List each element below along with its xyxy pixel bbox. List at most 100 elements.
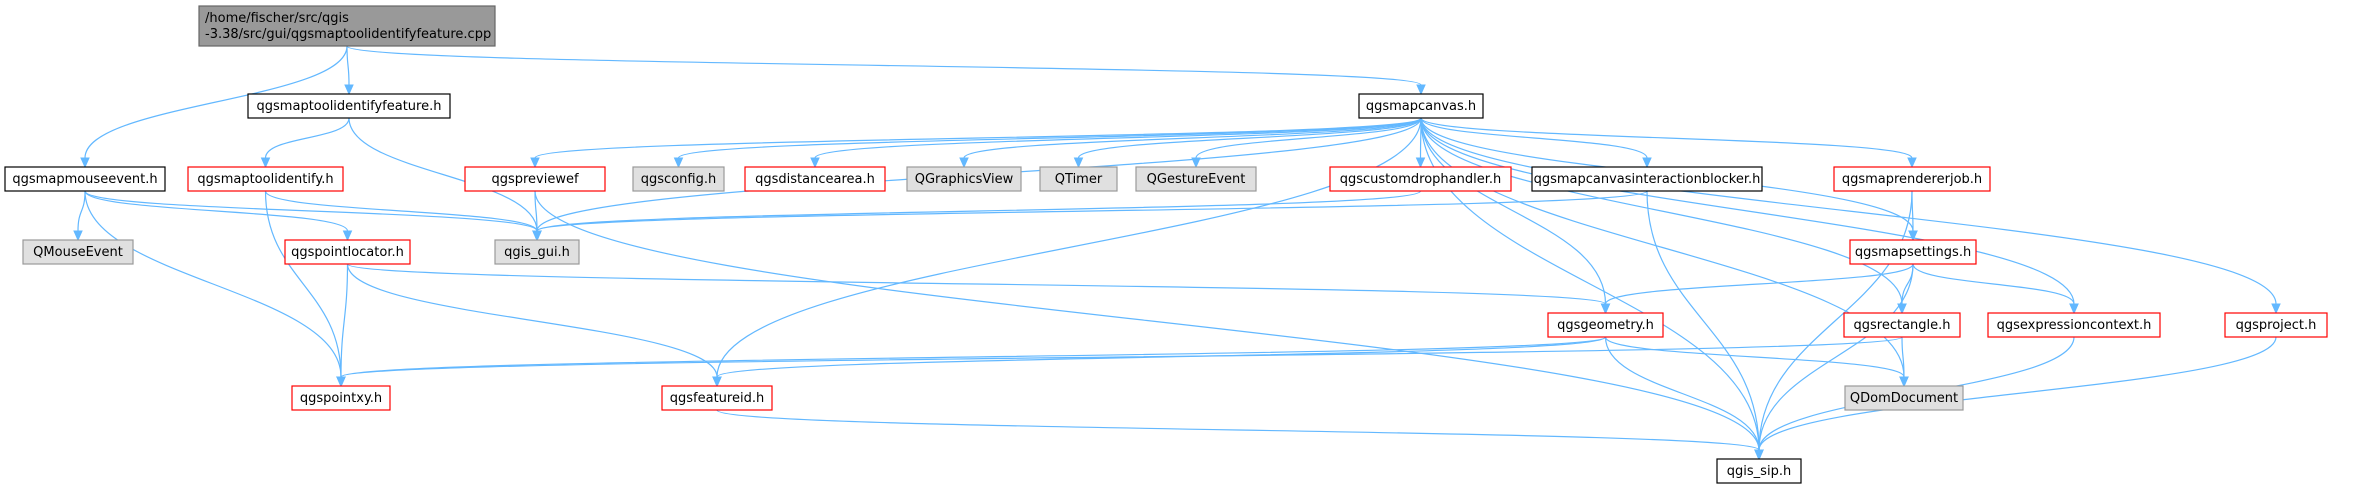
edge-line — [716, 117, 1422, 378]
edge-line — [716, 409, 1760, 451]
node-QDomDocument[interactable]: QDomDocument — [1844, 385, 1964, 411]
edge-qgsmapmouseevent-to-QMouseEvent — [73, 190, 86, 242]
node-qgsmaprendererjob[interactable]: qgsmaprendererjob.h — [1833, 166, 1991, 192]
edge-arrowhead — [73, 230, 83, 242]
edge-root-to-qgsmapmouseevent — [80, 45, 348, 169]
node-label: QGestureEvent — [1147, 172, 1246, 187]
node-label: qgscustomdrophandler.h — [1340, 172, 1502, 187]
node-qgsfeatureid[interactable]: qgsfeatureid.h — [661, 385, 773, 411]
edge-arrowhead — [1191, 157, 1201, 169]
edge-line — [1646, 190, 1760, 451]
node-qgsproject[interactable]: qgsproject.h — [2224, 312, 2328, 338]
edge-line — [1420, 117, 1905, 378]
edge-arrowhead — [1754, 449, 1764, 461]
node-label: qgsmaptoolidentifyfeature.h — [257, 99, 442, 114]
node-box — [494, 239, 580, 265]
edge-arrowhead — [260, 157, 271, 169]
edge-line — [1420, 117, 1903, 305]
node-root: /home/fischer/src/qgis-3.38/src/gui/qgsm… — [198, 5, 496, 47]
node-box — [22, 239, 134, 265]
edge-line — [346, 45, 1422, 86]
node-qgsmapmouseevent[interactable]: qgsmapmouseevent.h — [4, 166, 166, 192]
node-box — [906, 166, 1022, 192]
edge-line — [1604, 263, 1914, 305]
node-label: QDomDocument — [1850, 391, 1958, 406]
node-qgis_gui[interactable]: qgis_gui.h — [494, 239, 580, 265]
node-qgsmaptoolidentifyfeature[interactable]: qgsmaptoolidentifyfeature.h — [247, 93, 451, 119]
node-label: QGraphicsView — [915, 172, 1014, 187]
node-QMouseEvent[interactable]: QMouseEvent — [22, 239, 134, 265]
node-label: qgsmapcanvas.h — [1366, 99, 1476, 114]
node-qgsrectangle[interactable]: qgsrectangle.h — [1843, 312, 1961, 338]
node-qgsmapsettings[interactable]: qgsmapsettings.h — [1849, 239, 1977, 265]
edge-arrowhead — [1899, 376, 1909, 388]
edge-line — [1604, 336, 1760, 451]
node-qgsgeometry[interactable]: qgsgeometry.h — [1547, 312, 1664, 338]
node-qgspointxy[interactable]: qgspointxy.h — [291, 385, 391, 411]
node-label: /home/fischer/src/qgis — [205, 11, 349, 26]
edge-line — [534, 190, 1760, 451]
edge-qgsmapsettings-to-qgsgeometry — [1600, 263, 1914, 315]
node-qgscustomdrophandler[interactable]: qgscustomdrophandler.h — [1329, 166, 1512, 192]
node-qgsexpressioncontext[interactable]: qgsexpressioncontext.h — [1987, 312, 2161, 338]
node-label: qgspreviewef — [491, 172, 579, 187]
node-label: qgsmapsettings.h — [1855, 245, 1971, 260]
node-qgsdistancearea[interactable]: qgsdistancearea.h — [744, 166, 886, 192]
edge-qgsfeatureid-to-qgis_sip — [716, 409, 1764, 461]
node-box — [1833, 166, 1991, 192]
edge-line — [1758, 336, 2277, 451]
node-qgsmaptoolidentify[interactable]: qgsmaptoolidentify.h — [187, 166, 344, 192]
edge-arrowhead — [1416, 84, 1426, 96]
edge-qgsmaptoolidentifyfeature-to-qgsmaptoolidentify — [260, 117, 350, 169]
edge-arrowhead — [712, 376, 722, 388]
edge-qgsmapmouseevent-to-qgis_gui — [84, 190, 542, 242]
edge-line — [1758, 263, 1914, 451]
edge-arrowhead — [342, 230, 353, 242]
edge-qgsmapcanvas-to-qgsdistancearea — [810, 117, 1422, 169]
node-box — [744, 166, 886, 192]
edge-line — [346, 263, 1607, 305]
node-box — [1844, 385, 1964, 411]
edge-arrowhead — [673, 157, 684, 169]
edge-qgspointlocator-to-qgspointxy — [336, 263, 349, 388]
edge-arrowhead — [1908, 230, 1918, 242]
edge-qgsmapcanvas-to-qgsmaprendererjob — [1420, 117, 1917, 169]
edge-qgspointlocator-to-qgsfeatureid — [346, 263, 722, 388]
node-qgspreviewe[interactable]: qgspreviewef — [464, 166, 606, 192]
node-box — [464, 166, 606, 192]
edge-line — [963, 117, 1422, 159]
node-box — [247, 93, 451, 119]
node-box — [1358, 93, 1484, 119]
node-label: qgis_sip.h — [1727, 464, 1791, 479]
edge-line — [1912, 263, 2075, 305]
node-qgspointlocator[interactable]: qgspointlocator.h — [284, 239, 411, 265]
edge-qgsmapcanvas-to-qgsrectangle — [1420, 117, 1907, 315]
edge-arrowhead — [530, 157, 540, 169]
edge-line — [677, 117, 1422, 159]
node-QTimer[interactable]: QTimer — [1039, 166, 1118, 192]
node-label: qgsrectangle.h — [1853, 318, 1950, 333]
node-QGraphicsView[interactable]: QGraphicsView — [906, 166, 1022, 192]
edge-line — [536, 190, 1422, 232]
node-box — [1716, 458, 1802, 484]
node-qgis_sip[interactable]: qgis_sip.h — [1716, 458, 1802, 484]
node-box — [2224, 312, 2328, 338]
edge-line — [1195, 117, 1422, 159]
edge-arrowhead — [810, 157, 820, 169]
edge-root-to-qgsmaptoolidentifyfeature — [344, 45, 354, 96]
edge-qgsgeometry-to-QDomDocument — [1604, 336, 1909, 388]
node-label: qgsgeometry.h — [1557, 318, 1654, 333]
edge-arrowhead — [532, 230, 542, 242]
edge-qgsmapcanvas-to-qgsmapcanvasinteractionblocker — [1420, 117, 1652, 169]
edge-qgsrectangle-to-QDomDocument — [1899, 336, 1909, 388]
node-box — [187, 166, 344, 192]
edge-arrowhead — [1600, 303, 1611, 315]
node-qgsmapcanvas[interactable]: qgsmapcanvas.h — [1358, 93, 1484, 119]
node-qgsconfig[interactable]: qgsconfig.h — [632, 166, 725, 192]
edge-qgsrectangle-to-qgspointxy — [336, 336, 1903, 388]
edge-qgsmapcanvas-to-QGestureEvent — [1191, 117, 1422, 169]
node-qgsmapcanvasinteractionblocker[interactable]: qgsmapcanvasinteractionblocker.h — [1531, 166, 1763, 192]
node-label: -3.38/src/gui/qgsmaptoolidentifyfeature.… — [205, 27, 491, 42]
node-QGestureEvent[interactable]: QGestureEvent — [1135, 166, 1257, 192]
